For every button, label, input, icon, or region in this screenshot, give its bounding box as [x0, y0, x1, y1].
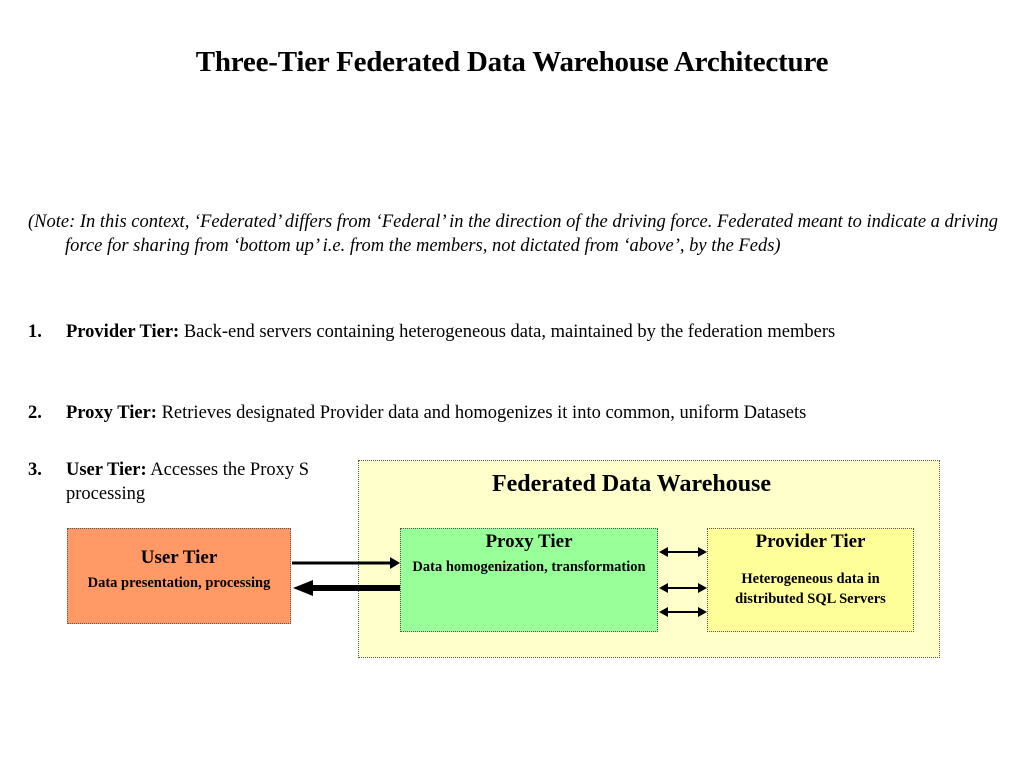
list-number: 3.	[28, 460, 42, 480]
provider-tier-box: Provider Tier Heterogeneous data in dist…	[707, 528, 914, 632]
list-item-text: Retrieves designated Provider data and h…	[156, 403, 807, 423]
list-number: 2.	[28, 403, 42, 423]
user-tier-title: User Tier	[140, 547, 218, 568]
list-item-label: Proxy Tier:	[66, 403, 157, 423]
arrow-proxy-provider-2	[659, 583, 707, 593]
user-tier-description: Data presentation, processing	[87, 575, 271, 591]
federated-warehouse-title: Federated Data Warehouse	[491, 471, 772, 497]
arrow-proxy-provider-3	[659, 607, 707, 617]
list-number: 1.	[28, 322, 42, 342]
provider-tier-description: Heterogeneous data in distributed SQL Se…	[735, 571, 886, 607]
user-tier-box: User Tier Data presentation, processing	[67, 528, 291, 624]
arrow-proxy-provider-1	[659, 547, 707, 557]
list-item-label: Provider Tier:	[66, 322, 180, 342]
proxy-tier-title: Proxy Tier	[485, 531, 573, 552]
list-item-proxy: 2. Proxy Tier: Retrieves designated Prov…	[28, 401, 988, 425]
list-item-text: Accesses the Proxy S	[146, 460, 310, 480]
page-title: Three-Tier Federated Data Warehouse Arch…	[195, 46, 829, 78]
list-item-text-continued: processing	[66, 484, 146, 504]
list-item-label: User Tier:	[66, 460, 147, 480]
proxy-tier-box: Proxy Tier Data homogenization, transfor…	[400, 528, 658, 632]
arrow-user-to-proxy	[292, 557, 400, 569]
note-paragraph: (Note: In this context, ‘Federated’ diff…	[28, 212, 998, 256]
provider-tier-title: Provider Tier	[755, 531, 866, 552]
list-item-provider: 1. Provider Tier: Back-end servers conta…	[28, 320, 988, 344]
proxy-tier-description: Data homogenization, transformation	[412, 559, 646, 575]
arrow-proxy-to-user	[293, 580, 400, 596]
list-item-text: Back-end servers containing heterogeneou…	[179, 322, 836, 342]
